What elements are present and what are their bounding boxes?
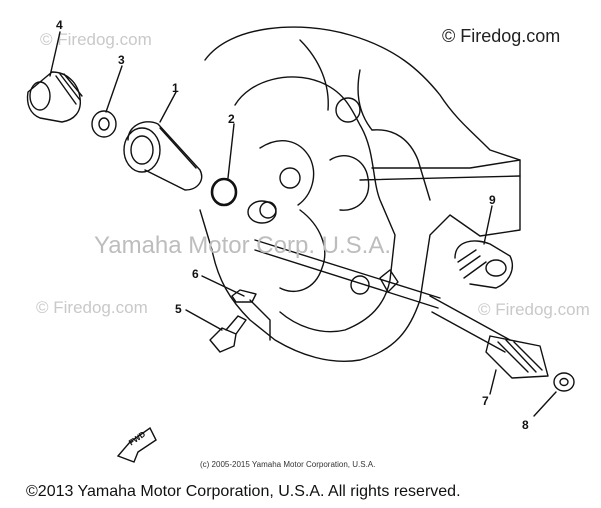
- part-5-bolt: [209, 315, 247, 353]
- part-4-bushing: [26, 71, 83, 123]
- engine-case-outline: [199, 26, 521, 362]
- part-8-washer: [553, 372, 575, 392]
- callout-2: 2: [228, 112, 235, 126]
- fwd-arrow: [116, 426, 157, 463]
- firedog-watermark-top-left: © Firedog.com: [40, 30, 152, 49]
- callout-5: 5: [175, 302, 182, 316]
- part-3-seal: [91, 110, 117, 138]
- firedog-watermark-corner: © Firedog.com: [442, 26, 561, 46]
- callout-8: 8: [522, 418, 529, 432]
- callout-1: 1: [172, 81, 179, 95]
- firedog-watermark-mid-right: © Firedog.com: [478, 300, 590, 319]
- yamaha-watermark-center: Yamaha Motor Corp. U.S.A.: [94, 232, 391, 259]
- part-6-plate: [231, 289, 257, 303]
- part-9-plug: [454, 240, 514, 289]
- engine-case-inner: [234, 76, 396, 333]
- callout-7: 7: [482, 394, 489, 408]
- part-7-shaft: [254, 239, 549, 379]
- copyright-small: (c) 2005-2015 Yamaha Motor Corporation, …: [200, 460, 376, 469]
- callout-4: 4: [56, 18, 63, 32]
- callout-9: 9: [489, 193, 496, 207]
- callout-6: 6: [192, 267, 199, 281]
- firedog-watermark-mid-left: © Firedog.com: [36, 298, 148, 317]
- part-2-o-ring: [210, 177, 238, 207]
- copyright-footer: ©2013 Yamaha Motor Corporation, U.S.A. A…: [26, 483, 461, 500]
- callout-3: 3: [118, 53, 125, 67]
- part-1-sleeve: [123, 121, 203, 191]
